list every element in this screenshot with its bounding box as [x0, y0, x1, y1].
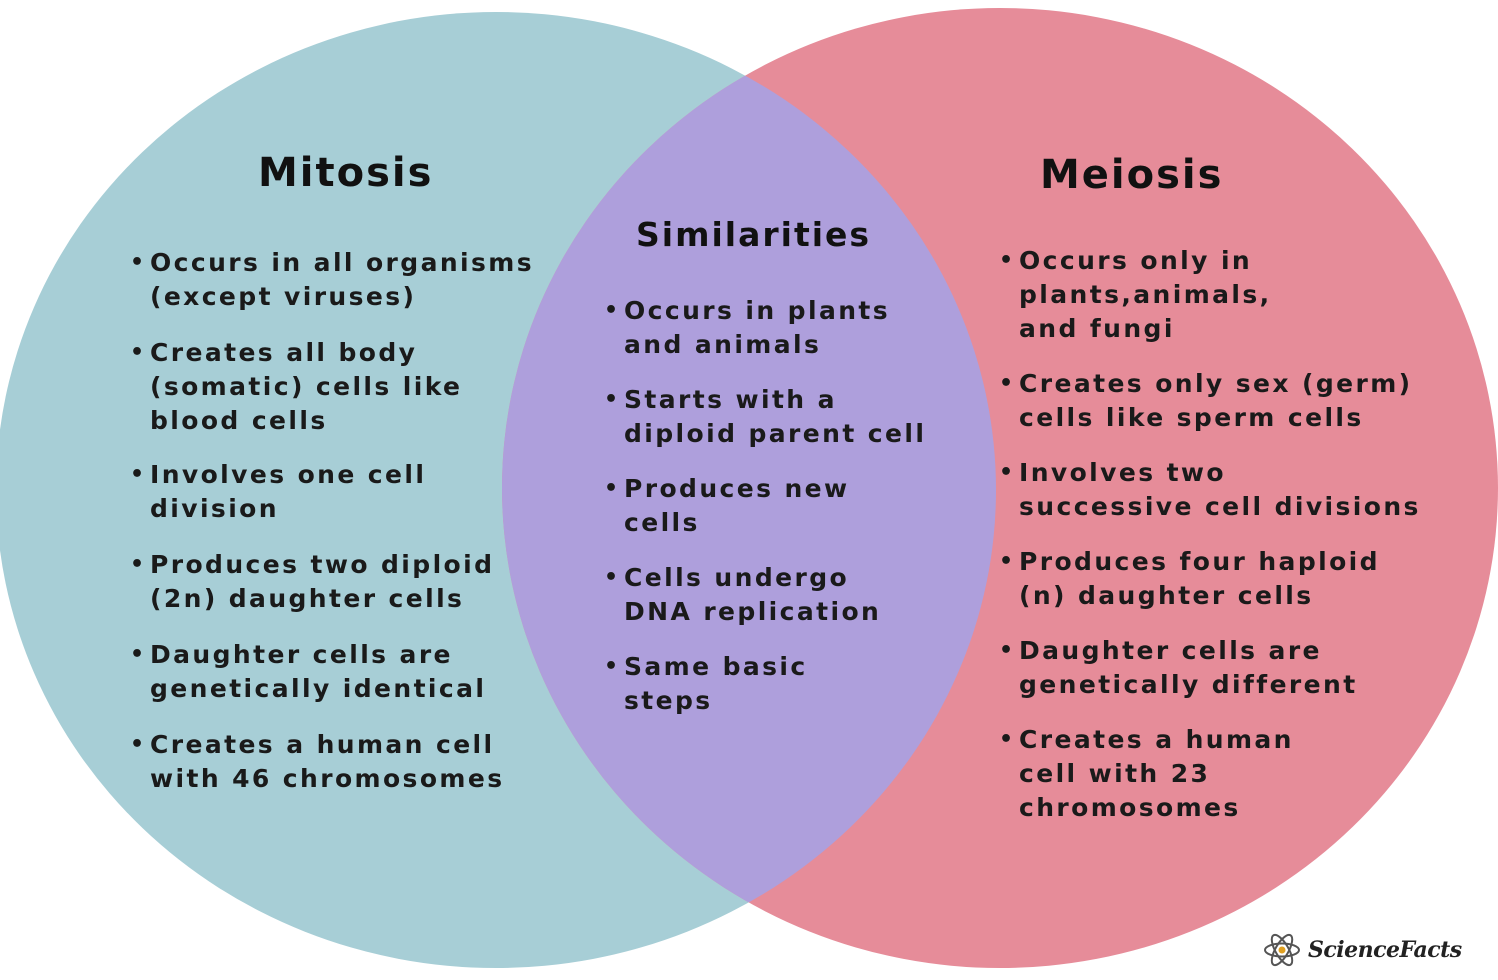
meiosis-title: Meiosis — [1040, 152, 1224, 198]
sciencefacts-logo: ScienceFacts — [1262, 928, 1462, 972]
meiosis-item: Produces four haploid(n) daughter cells — [999, 545, 1421, 613]
logo-text: ScienceFacts — [1308, 937, 1462, 963]
mitosis-title: Mitosis — [258, 150, 434, 196]
mitosis-item: Creates all body(somatic) cells likebloo… — [130, 336, 534, 438]
meiosis-item: Creates only sex (germ)cells like sperm … — [999, 367, 1421, 435]
atom-icon — [1264, 933, 1300, 967]
similarities-overlap — [502, 12, 996, 968]
mitosis-item: Occurs in all organisms(except viruses) — [130, 246, 534, 314]
mitosis-item: Produces two diploid(2n) daughter cells — [130, 548, 534, 616]
mitosis-list: Occurs in all organisms(except viruses) C… — [130, 246, 534, 818]
similarities-title: Similarities — [636, 215, 872, 254]
